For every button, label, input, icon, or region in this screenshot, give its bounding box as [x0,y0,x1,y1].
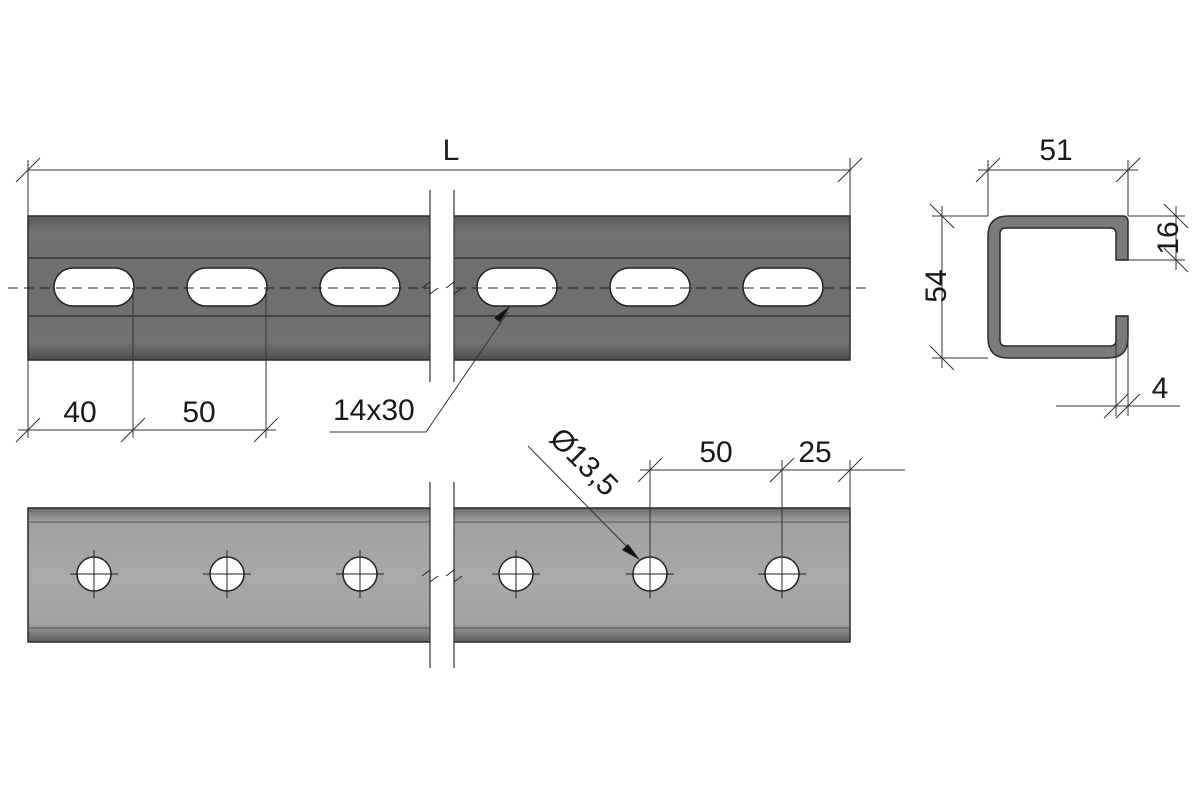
break-zigzag [421,281,439,295]
slot [742,267,824,307]
dim-tick [15,157,41,183]
slot [319,267,401,307]
break-zigzag [445,569,463,583]
hole [492,550,540,598]
dim-tick [1163,203,1189,229]
hole [70,550,118,598]
dim-tick [1115,157,1141,183]
dim-tick [637,457,663,483]
dim-tick [120,417,146,443]
leader-arrow [494,306,510,322]
hole-diameter-label: Ø13,5 [543,422,624,503]
slot-pitch-label: 50 [182,396,215,429]
first-slot-offset-label: 40 [63,396,96,429]
dim-tick [837,457,863,483]
hole-end-offset-label: 25 [798,436,831,469]
length-label: L [443,134,460,167]
hole-pitch-label: 50 [699,436,732,469]
dim-tick [769,457,795,483]
dim-tick [15,417,41,443]
holed-face-view: 50 25 Ø13,5 [27,422,905,668]
slot [476,267,558,307]
dim-tick [1163,247,1189,273]
slot-size-leader [330,311,509,433]
slot [186,267,268,307]
hole [203,550,251,598]
break-gap [430,482,454,668]
profile-width-label: 51 [1039,134,1072,167]
leader-arrow [622,544,640,560]
slotted-face-view: L 40 50 14x30 [8,134,870,443]
dim-tick [929,345,955,371]
break-gap [430,190,454,382]
slot [609,267,691,307]
dim-tick [253,417,279,443]
break-zigzag [445,281,463,295]
hole-diameter-leader [527,445,637,557]
hole [336,550,384,598]
c-channel-profile [987,215,1129,359]
profile-height-label: 54 [920,269,953,302]
break-zigzag [421,569,439,583]
dim-tick [1115,393,1141,419]
slot-size-label: 14x30 [333,394,415,427]
wall-thickness-label: 4 [1152,372,1169,405]
dim-tick [1103,393,1129,419]
dim-tick [975,157,1001,183]
profile-section: 51 54 16 4 [920,134,1189,419]
dim-tick [837,157,863,183]
lip-height-label: 16 [1152,221,1185,254]
dim-tick [929,203,955,229]
slot [53,267,135,307]
